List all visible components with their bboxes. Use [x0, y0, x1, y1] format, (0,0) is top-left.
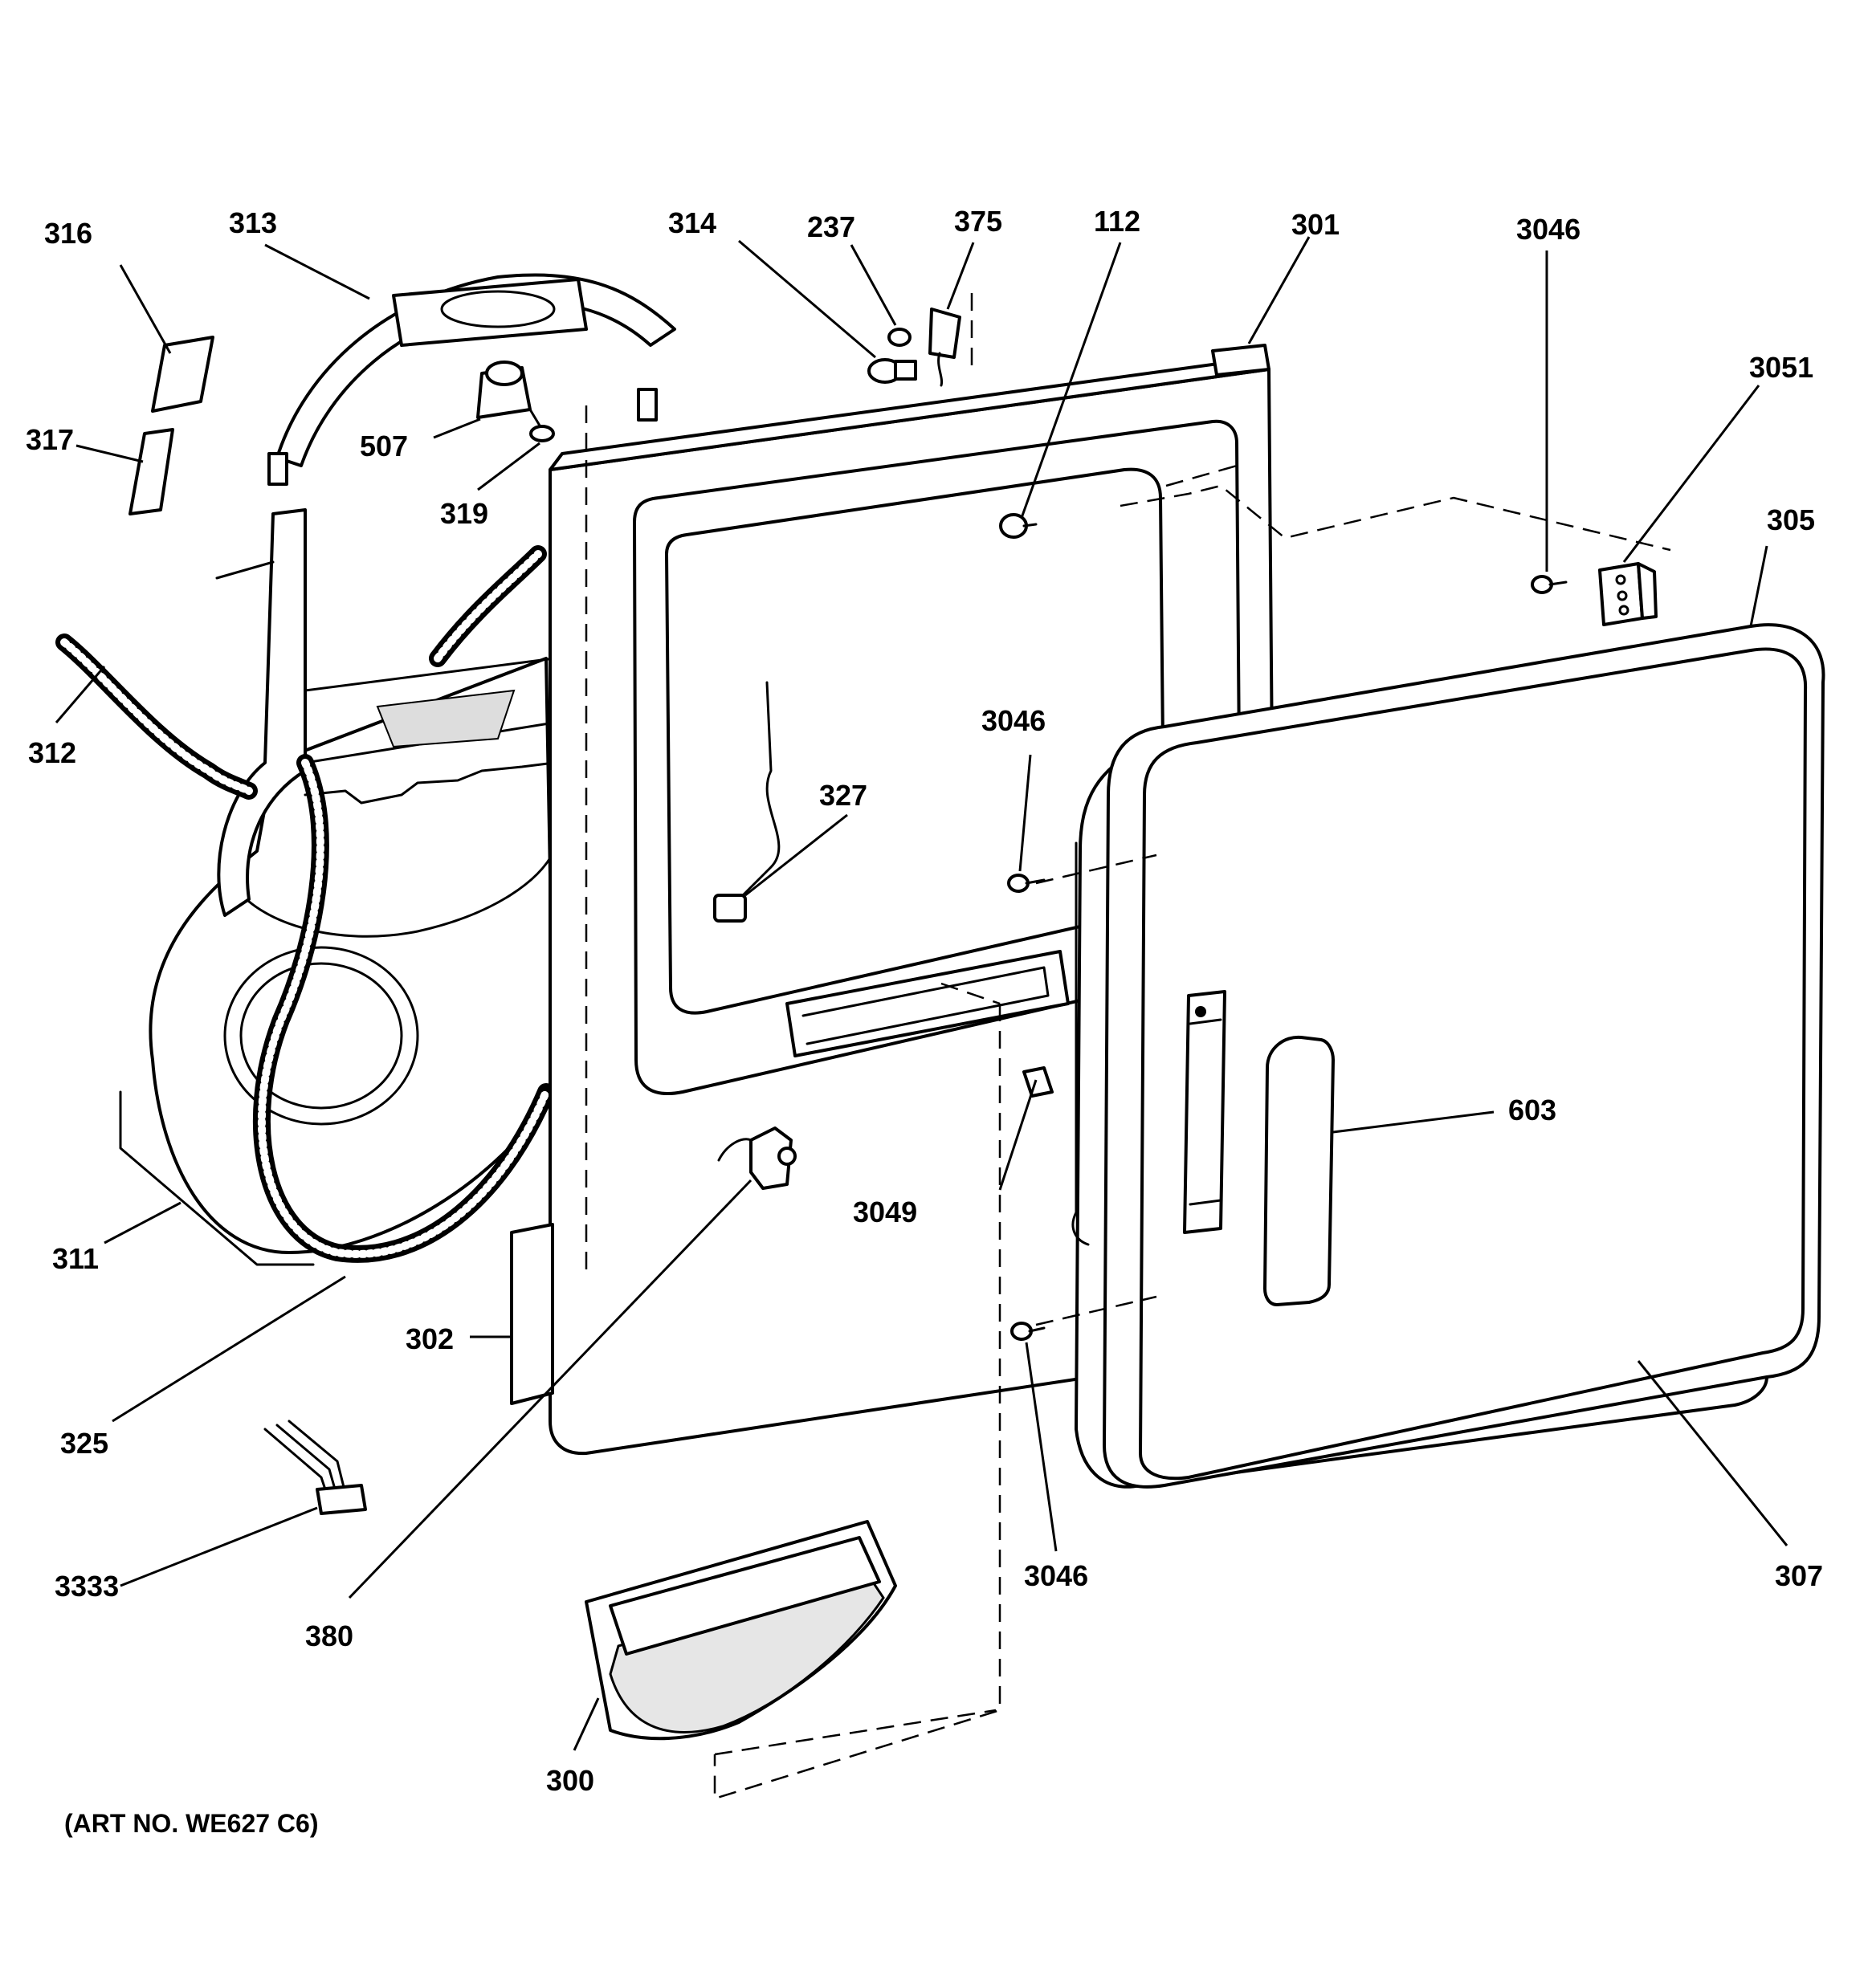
callout-3046-top: 3046: [1516, 213, 1580, 246]
callout-375: 375: [954, 205, 1002, 238]
callout-3046-bot: 3046: [1024, 1559, 1088, 1592]
callout-325: 325: [60, 1427, 108, 1460]
door-assembly-305: [1071, 623, 1825, 1489]
screw-3046-bot: [1010, 1322, 1046, 1341]
callout-317: 317: [26, 423, 74, 456]
leader-lines: [55, 236, 1788, 1751]
lamp-bracket-375: [928, 308, 961, 387]
screw-112: [999, 513, 1038, 539]
callout-314: 314: [668, 206, 716, 239]
callout-311: 311: [52, 1242, 99, 1275]
lamp-bulb-314: [867, 358, 917, 384]
duct-rail: [215, 508, 307, 917]
screw-3046-mid: [1007, 874, 1046, 893]
callout-507: 507: [360, 430, 408, 462]
front-panel-301: [549, 344, 1279, 1456]
sensor-507: [476, 361, 532, 419]
art-number: (ART NO. WE627 C6): [64, 1809, 318, 1838]
gasket-325: [253, 545, 555, 1263]
callout-301: 301: [1291, 208, 1340, 241]
callout-380: 380: [305, 1619, 353, 1652]
callout-305: 305: [1767, 503, 1815, 536]
assembly-guide-lines: [585, 293, 1671, 1800]
callout-3051: 3051: [1749, 351, 1813, 384]
callout-603: 603: [1508, 1094, 1556, 1126]
callout-112: 112: [1094, 205, 1140, 238]
upper-duct: [267, 273, 676, 486]
felt-strip-316: [151, 336, 214, 413]
callout-316: 316: [44, 217, 92, 250]
callout-319: 319: [440, 497, 488, 530]
door-handle-603: [1263, 1035, 1335, 1306]
wire-harness-3333: [263, 1420, 367, 1515]
callout-313: 313: [229, 206, 277, 239]
gasket-312: [55, 633, 258, 800]
callout-3046-mid: 3046: [981, 704, 1046, 737]
hinge-3051: [1598, 562, 1658, 626]
callout-312: 312: [28, 736, 76, 769]
screw-319: [528, 408, 555, 442]
door-switch-380: [717, 1126, 797, 1190]
callout-237: 237: [807, 210, 855, 243]
label-302: [510, 1223, 554, 1405]
callout-307: 307: [1775, 1559, 1823, 1592]
drum-front-bulkhead: [119, 657, 556, 1266]
callout-302: 302: [406, 1322, 454, 1355]
callout-300: 300: [546, 1764, 594, 1797]
callout-327: 327: [819, 779, 867, 812]
strike-3049: [1022, 1066, 1054, 1098]
lamp-socket-237: [887, 328, 912, 347]
door-slot: [1183, 990, 1226, 1234]
screw-3046-top: [1531, 575, 1568, 594]
clip-327: [713, 894, 747, 923]
felt-strip-317: [128, 428, 174, 515]
callout-3049: 3049: [853, 1196, 917, 1228]
callout-labels: 316 313 314 237 375 112 301 3046 3051 30…: [26, 205, 1823, 1797]
callout-3333: 3333: [55, 1570, 119, 1603]
lint-filter-300: [585, 1520, 897, 1741]
